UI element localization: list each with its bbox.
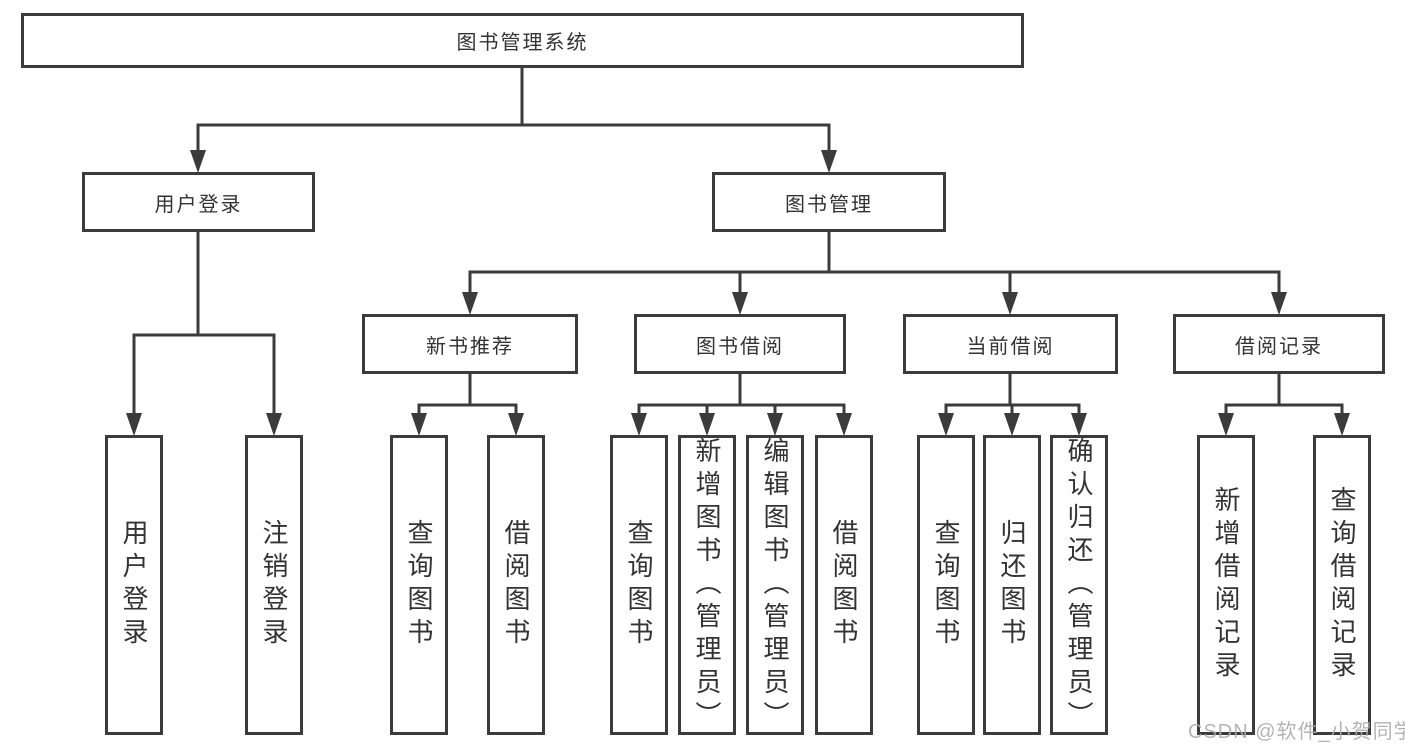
- leaf-borrow-books-2: 借阅图书: [815, 435, 873, 735]
- node-label: 图书管理系统: [456, 32, 589, 54]
- node-book-borrowing: 图书借阅: [634, 314, 846, 374]
- node-current-borrowing: 当前借阅: [903, 314, 1118, 374]
- node-book-management: 图书管理: [712, 172, 946, 232]
- leaf-label: 新增借阅记录: [1211, 486, 1241, 684]
- leaf-label: 注销登录: [259, 519, 289, 651]
- leaf-label: 借阅图书: [829, 519, 859, 651]
- leaf-borrow-books-1: 借阅图书: [487, 435, 545, 735]
- leaf-query-borrow-record: 查询借阅记录: [1313, 435, 1371, 735]
- leaf-edit-books-admin: 编辑图书（管理员）: [746, 435, 804, 735]
- leaf-label: 查询借阅记录: [1327, 486, 1357, 684]
- leaf-logout: 注销登录: [245, 435, 303, 735]
- node-label: 当前借阅: [966, 335, 1055, 358]
- node-library-management-system: 图书管理系统: [21, 13, 1024, 68]
- leaf-label: 新增图书（管理员）: [692, 436, 722, 734]
- node-label: 用户登录: [154, 193, 243, 216]
- leaf-label: 查询图书: [624, 519, 654, 651]
- leaf-label: 借阅图书: [501, 519, 531, 651]
- node-label: 图书管理: [785, 193, 873, 216]
- node-user-login: 用户登录: [82, 172, 315, 232]
- node-label: 借阅记录: [1235, 335, 1323, 358]
- leaf-label: 归还图书: [997, 519, 1027, 651]
- leaf-return-books: 归还图书: [983, 435, 1041, 735]
- leaf-add-borrow-record: 新增借阅记录: [1197, 435, 1255, 735]
- leaf-query-books-3: 查询图书: [917, 435, 975, 735]
- leaf-label: 确认归还（管理员）: [1064, 436, 1094, 734]
- leaf-user-login: 用户登录: [105, 435, 163, 735]
- node-new-book-recommendation: 新书推荐: [362, 314, 578, 374]
- leaf-query-books-1: 查询图书: [390, 435, 448, 735]
- leaf-label: 用户登录: [119, 519, 149, 651]
- leaf-confirm-return-admin: 确认归还（管理员）: [1050, 435, 1108, 735]
- leaf-label: 查询图书: [404, 519, 434, 651]
- leaf-query-books-2: 查询图书: [610, 435, 668, 735]
- csdn-watermark: CSDN @软件_小贺同学: [1188, 721, 1405, 743]
- leaf-add-books-admin: 新增图书（管理员）: [678, 435, 736, 735]
- leaf-label: 编辑图书（管理员）: [760, 436, 790, 734]
- node-label: 新书推荐: [426, 335, 514, 358]
- node-label: 图书借阅: [696, 335, 784, 358]
- node-borrowing-records: 借阅记录: [1173, 314, 1385, 374]
- arrowhead-icons: [126, 150, 1350, 436]
- leaf-label: 查询图书: [931, 519, 961, 651]
